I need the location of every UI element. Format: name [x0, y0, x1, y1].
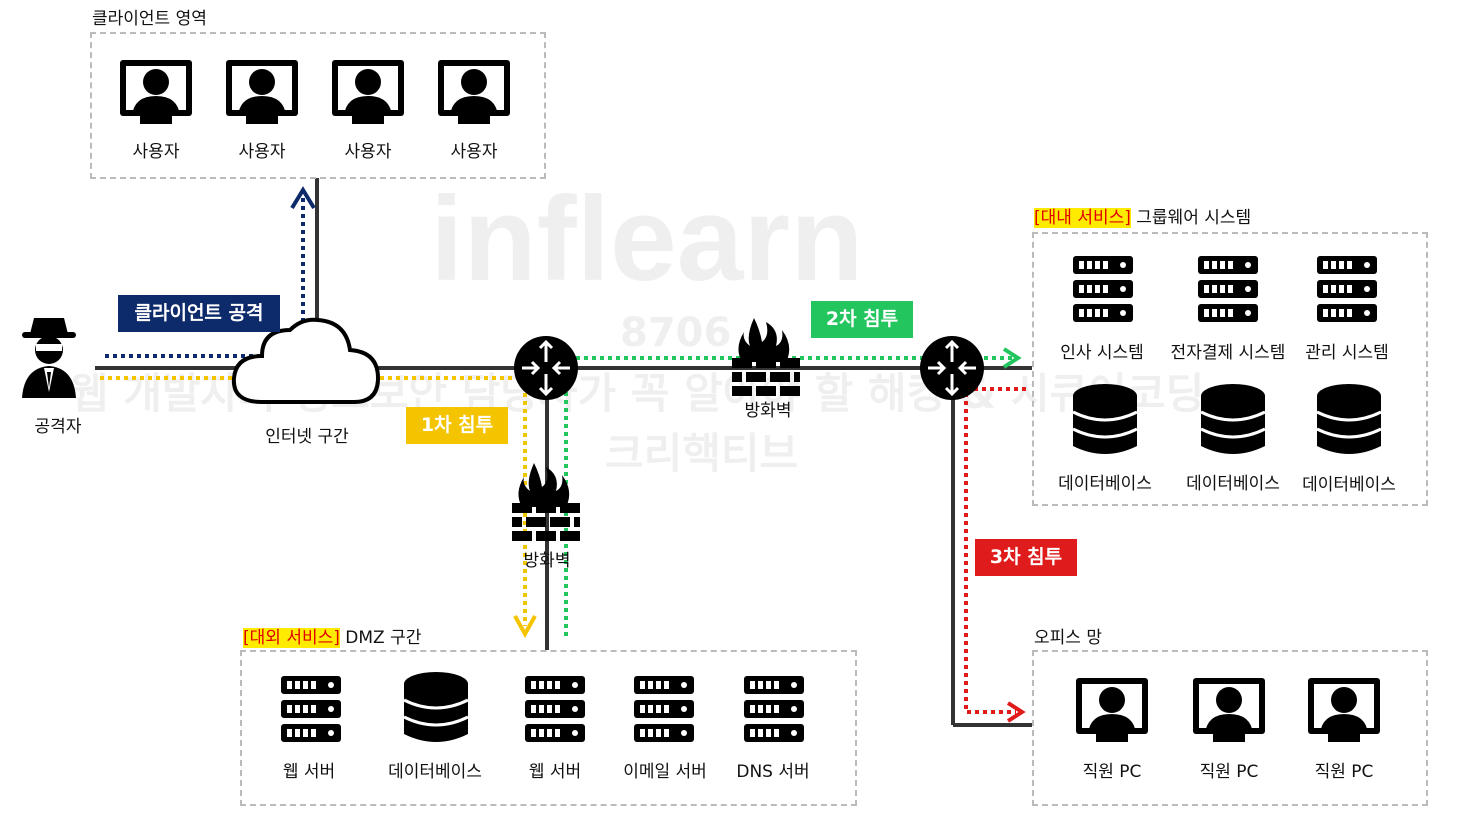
- client-attack-badge: 클라이언트 공격: [118, 295, 280, 332]
- client-area-box: [90, 32, 546, 179]
- office-title: 오피스 망: [1034, 628, 1102, 648]
- firewall-label: 방화벽: [523, 551, 571, 571]
- dmz-box: [240, 650, 857, 806]
- intranet-title-text: 그룹웨어 시스템: [1136, 208, 1252, 228]
- office-box: [1032, 650, 1428, 806]
- system-label: 인사 시스템: [1060, 343, 1144, 363]
- pc-label: 직원 PC: [1199, 762, 1259, 782]
- user-label: 사용자: [132, 142, 180, 162]
- database-label: 데이터베이스: [1186, 474, 1280, 494]
- pc-label: 직원 PC: [1082, 762, 1142, 782]
- database-label: 데이터베이스: [1302, 475, 1396, 495]
- attacker-icon: [22, 318, 76, 398]
- firewall-label: 방화벽: [744, 401, 792, 421]
- dmz-title: [대외 서비스] DMZ 구간: [243, 623, 421, 648]
- system-label: 관리 시스템: [1305, 343, 1389, 363]
- server-label: 웹 서버: [528, 762, 582, 782]
- server-label: DNS 서버: [736, 762, 810, 782]
- cloud-icon: [231, 317, 381, 404]
- user-label: 사용자: [344, 142, 392, 162]
- first-penetration-badge: 1차 침투: [406, 407, 508, 444]
- client-area-title: 클라이언트 영역: [92, 9, 207, 29]
- intranet-title: [대내 서비스] 그룹웨어 시스템: [1034, 203, 1251, 228]
- watermark-number: 8706: [620, 310, 732, 356]
- user-label: 사용자: [238, 142, 286, 162]
- intranet-box: [1032, 232, 1428, 506]
- third-penetration-badge: 3차 침투: [975, 539, 1077, 576]
- pc-label: 직원 PC: [1314, 762, 1374, 782]
- server-label: 이메일 서버: [623, 762, 707, 782]
- dmz-title-text: DMZ 구간: [345, 628, 422, 648]
- watermark-line2: 크리핵티브: [605, 429, 799, 478]
- intranet-tag: [대내 서비스]: [1034, 208, 1131, 228]
- database-label: 데이터베이스: [1058, 474, 1152, 494]
- system-label: 전자결제 시스템: [1170, 343, 1286, 363]
- dmz-tag: [대외 서비스]: [243, 628, 340, 648]
- server-label: 웹 서버: [282, 762, 336, 782]
- internet-label: 인터넷 구간: [265, 427, 349, 447]
- user-label: 사용자: [450, 142, 498, 162]
- watermark-logo: inflearn: [430, 172, 864, 306]
- second-penetration-badge: 2차 침투: [811, 301, 913, 338]
- server-label: 데이터베이스: [388, 762, 482, 782]
- attacker-label: 공격자: [34, 417, 82, 437]
